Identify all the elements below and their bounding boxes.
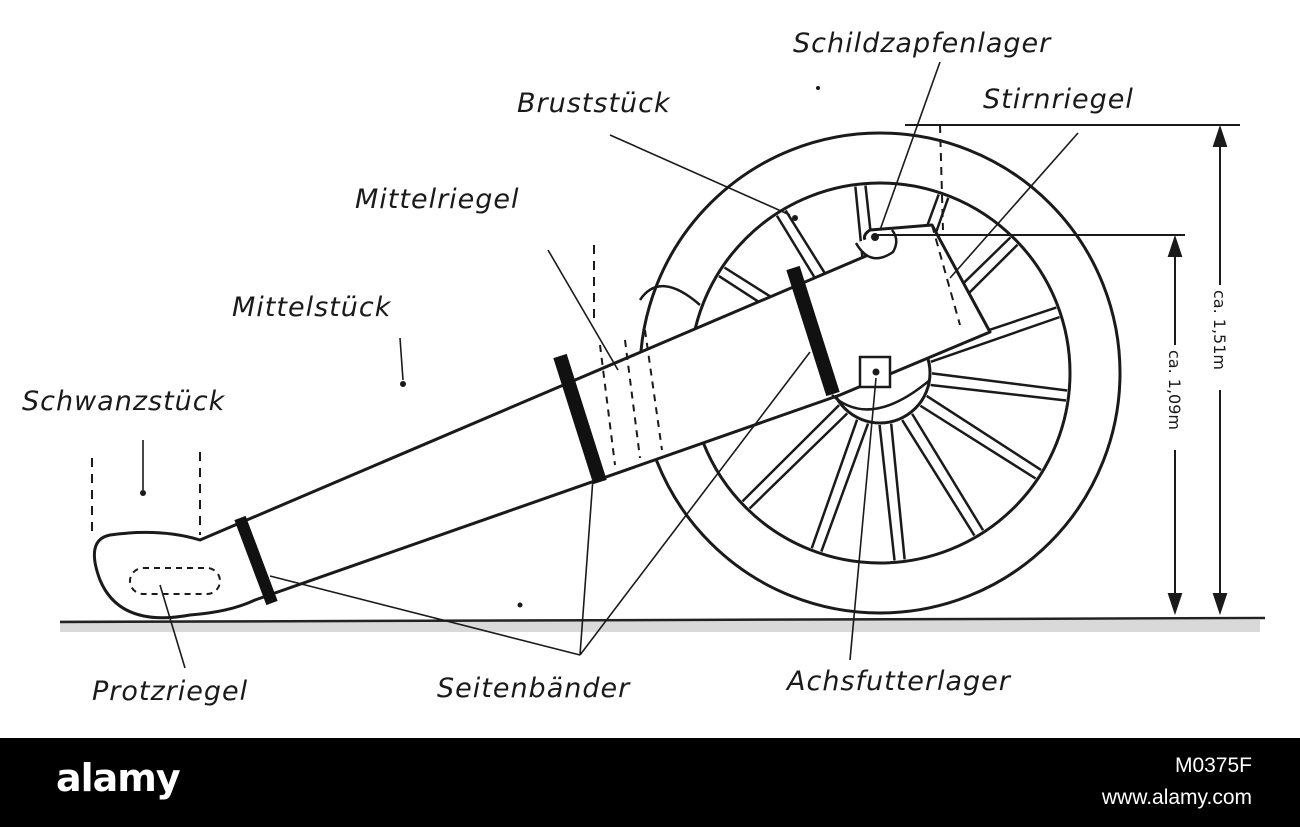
- wheel-spoke: [930, 383, 1067, 402]
- wheel-spoke: [931, 372, 1068, 392]
- axle-dot: [872, 368, 880, 376]
- wheel-spoke: [810, 419, 859, 549]
- trail-front-cheek: [638, 284, 701, 306]
- band-middle: [553, 353, 607, 485]
- trail-body: [92, 223, 992, 620]
- watermark-footer: alamy M0375F www.alamy.com: [0, 738, 1300, 827]
- dimension-total-height: ca. 1,51m: [1210, 290, 1229, 370]
- band-rear: [234, 515, 278, 606]
- protzriegel-slot: [129, 567, 221, 595]
- wheel-spoke: [926, 394, 1042, 471]
- leader-lines: [142, 61, 1079, 669]
- wheel-spoke: [878, 424, 896, 561]
- trail: [92, 223, 992, 620]
- label-bruststueck: Bruststück: [517, 88, 671, 119]
- wheel-spoke: [911, 413, 985, 531]
- band-front: [786, 265, 840, 397]
- wheel-spoke: [741, 404, 840, 503]
- schwanzstueck-marks: [91, 245, 595, 535]
- stirnriegel-dashed: [931, 224, 961, 326]
- label-stirnriegel: Stirnriegel: [983, 84, 1134, 115]
- mittelriegel-dashed-2: [624, 339, 641, 459]
- gun-carriage-drawing: ca. 1,51m ca. 1,09m Schi: [22, 28, 1266, 707]
- wheel-spoke: [748, 412, 849, 510]
- label-mittelriegel: Mittelriegel: [355, 184, 520, 215]
- wheel-spoke: [889, 423, 906, 560]
- image-id: M0375F: [1174, 754, 1252, 777]
- wheel-spoke: [820, 423, 870, 553]
- label-achsfutterlager: Achsfutterlager: [785, 666, 1012, 697]
- brand-logo: alamy: [56, 756, 181, 800]
- label-schwanzstueck: Schwanzstück: [22, 386, 226, 417]
- dimension-text-axle: ca. 1,09m: [1165, 345, 1185, 450]
- dimension-axle-height: ca. 1,09m: [1165, 350, 1184, 430]
- axle-lower-arc: [831, 379, 931, 411]
- wheel-spoke: [919, 404, 1037, 480]
- leader-dots: [140, 86, 820, 608]
- label-seitenbaender: Seitenbänder: [437, 673, 631, 704]
- wheel-spoke: [930, 315, 1060, 364]
- trunnion-bearing: [854, 229, 898, 260]
- label-protzriegel: Protzriegel: [92, 676, 248, 707]
- ground-line: [59, 616, 1266, 632]
- dimension-text-total: ca. 1,51m: [1210, 285, 1230, 390]
- label-schildzapfenlager: Schildzapfenlager: [793, 28, 1052, 59]
- site-url[interactable]: www.alamy.com: [1101, 786, 1252, 809]
- label-mittelstueck: Mittelstück: [232, 292, 392, 323]
- wheel-spoke: [901, 419, 976, 537]
